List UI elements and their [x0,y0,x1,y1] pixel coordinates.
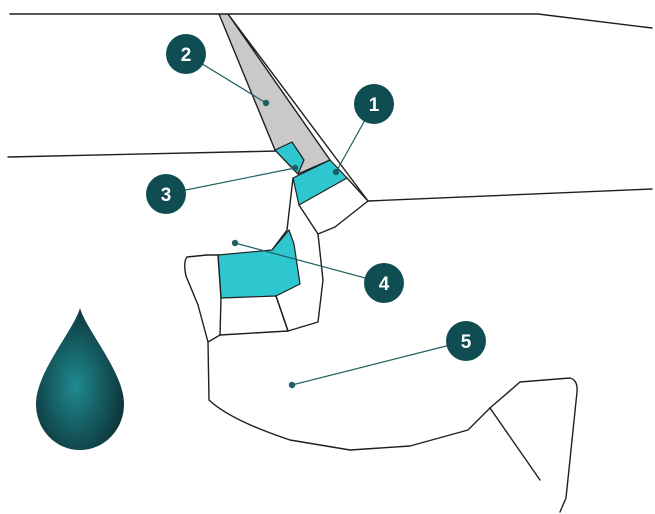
region-4-accent-box [218,230,300,298]
region-5-inner-line [490,408,540,480]
callout-badge-2: 2 [166,34,206,74]
leader-dot-5 [289,382,295,388]
region-5-base-outline [208,342,577,512]
leader-dot-3 [292,165,298,171]
tooth-lower-divider [276,296,288,331]
leader-dot-1 [333,169,339,175]
right-horizontal-line [368,189,652,201]
svg-text:5: 5 [461,332,472,353]
svg-text:4: 4 [379,274,390,295]
left-horizontal-line [8,151,277,157]
callout-badge-5: 5 [446,321,486,361]
leader-dot-4 [232,240,238,246]
callout-badge-4: 4 [364,263,404,303]
water-drop-icon [36,308,124,450]
callout-badge-1: 1 [354,84,394,124]
tooth-left-lobe [185,255,220,342]
leader-dot-2 [263,100,269,106]
svg-text:3: 3 [161,185,172,206]
callout-badge-3: 3 [146,174,186,214]
top-surface-line-right [228,14,652,28]
svg-text:1: 1 [369,95,380,116]
svg-text:2: 2 [181,45,192,66]
leader-line-5 [292,341,466,385]
